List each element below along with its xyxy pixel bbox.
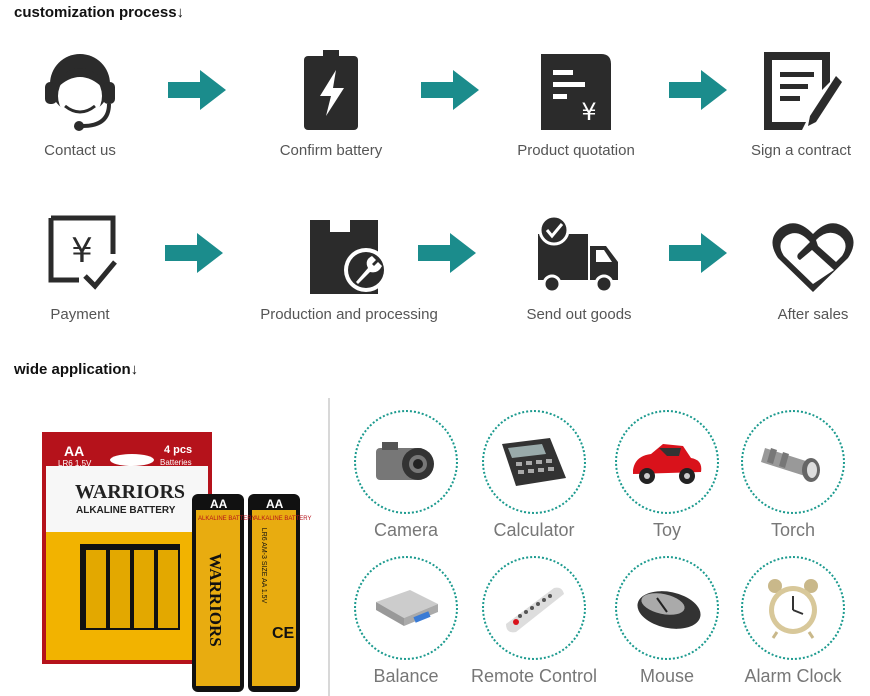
application-balance: Balance xyxy=(336,556,476,687)
step-label: Payment xyxy=(50,306,110,323)
arrow-right-icon xyxy=(421,70,479,110)
cell-size-label: AA xyxy=(266,497,284,511)
arrow-right-icon xyxy=(418,233,476,273)
calculator-icon xyxy=(502,438,566,486)
application-calculator: Calculator xyxy=(464,410,604,541)
process-section-title: customization process↓ xyxy=(14,4,185,21)
application-label: Alarm Clock xyxy=(744,666,842,686)
pack-type: ALKALINE BATTERY xyxy=(76,505,176,516)
application-label: Balance xyxy=(373,666,439,686)
application-label: Torch xyxy=(770,520,815,540)
application-camera: Camera xyxy=(336,410,476,541)
pack-brand: WARRIORS xyxy=(75,481,186,503)
delivery-truck-icon xyxy=(538,214,618,294)
arrow-right-icon xyxy=(669,70,727,110)
handshake-heart-icon xyxy=(772,223,854,292)
cell-type-label: ALKALINE BATTERY xyxy=(254,516,312,522)
cell-spec: LR6 AM-3 SIZE AA 1.5V xyxy=(260,527,268,604)
payment-yen-check-icon: ¥ xyxy=(48,215,117,290)
headset-agent-icon xyxy=(45,54,115,131)
vertical-divider xyxy=(328,398,330,696)
pack-spec-label: LR6 1.5V xyxy=(58,459,92,468)
factory-wrench-icon xyxy=(310,220,388,294)
process-step-sign-contract: Sign a contract xyxy=(711,46,870,159)
toy-car-icon xyxy=(633,444,702,484)
application-circle xyxy=(482,556,586,660)
application-circle xyxy=(482,410,586,514)
application-circle xyxy=(615,556,719,660)
pack-count-label: 4 pcs xyxy=(164,444,193,456)
process-step-production: Production and processing xyxy=(259,210,439,323)
application-circle xyxy=(741,410,845,514)
pack-size-label: AA xyxy=(64,443,85,459)
scale-icon xyxy=(376,590,438,626)
application-section-title: wide application↓ xyxy=(14,361,139,378)
contract-pen-icon xyxy=(764,52,842,130)
application-remote-control: Remote Control xyxy=(464,556,604,687)
alarm-clock-icon xyxy=(768,579,818,639)
mouse-icon xyxy=(637,591,701,629)
step-label: After sales xyxy=(777,306,849,323)
quotation-yen-icon: ¥ xyxy=(541,54,611,130)
battery-pack-image xyxy=(42,432,300,692)
application-label: Mouse xyxy=(639,666,695,686)
process-step-confirm-battery: Confirm battery xyxy=(241,46,421,159)
process-step-product-quotation: ¥ Product quotation xyxy=(486,46,666,159)
cell-type-label: ALKALINE BATTERY xyxy=(198,516,256,522)
application-circle xyxy=(615,410,719,514)
step-label: Sign a contract xyxy=(750,142,852,159)
step-label: Contact us xyxy=(44,142,116,159)
cell-size-label: AA xyxy=(210,497,228,511)
cell-ce-mark: CE xyxy=(272,625,295,642)
application-label: Calculator xyxy=(493,520,575,540)
application-alarm-clock: Alarm Clock xyxy=(723,556,863,687)
cell-brand: WARRIORS xyxy=(205,553,225,647)
arrow-right-icon xyxy=(165,233,223,273)
application-label: Toy xyxy=(652,520,681,540)
arrow-right-icon xyxy=(669,233,727,273)
application-mouse: Mouse xyxy=(597,556,737,687)
application-circle xyxy=(741,556,845,660)
step-label: Production and processing xyxy=(260,306,438,323)
application-label: Remote Control xyxy=(470,666,598,686)
camera-icon xyxy=(376,442,434,480)
process-step-send-goods: Send out goods xyxy=(489,210,669,323)
svg-text:¥: ¥ xyxy=(71,231,93,271)
application-circle xyxy=(354,556,458,660)
application-toy: Toy xyxy=(597,410,737,541)
torch-icon xyxy=(761,448,820,482)
application-torch: Torch xyxy=(723,410,863,541)
step-label: Product quotation xyxy=(517,142,635,159)
application-circle xyxy=(354,410,458,514)
step-label: Send out goods xyxy=(526,306,632,323)
application-label: Camera xyxy=(373,520,439,540)
process-step-payment: ¥ Payment xyxy=(0,210,170,323)
remote-control-icon xyxy=(506,587,564,633)
svg-text:¥: ¥ xyxy=(581,98,596,126)
arrow-right-icon xyxy=(168,70,226,110)
step-label: Confirm battery xyxy=(279,142,383,159)
battery-bolt-icon xyxy=(304,50,358,130)
pack-count-sub-label: Batteries xyxy=(160,458,192,467)
process-step-after-sales: After sales xyxy=(723,210,870,323)
process-step-contact: Contact us xyxy=(0,46,170,159)
